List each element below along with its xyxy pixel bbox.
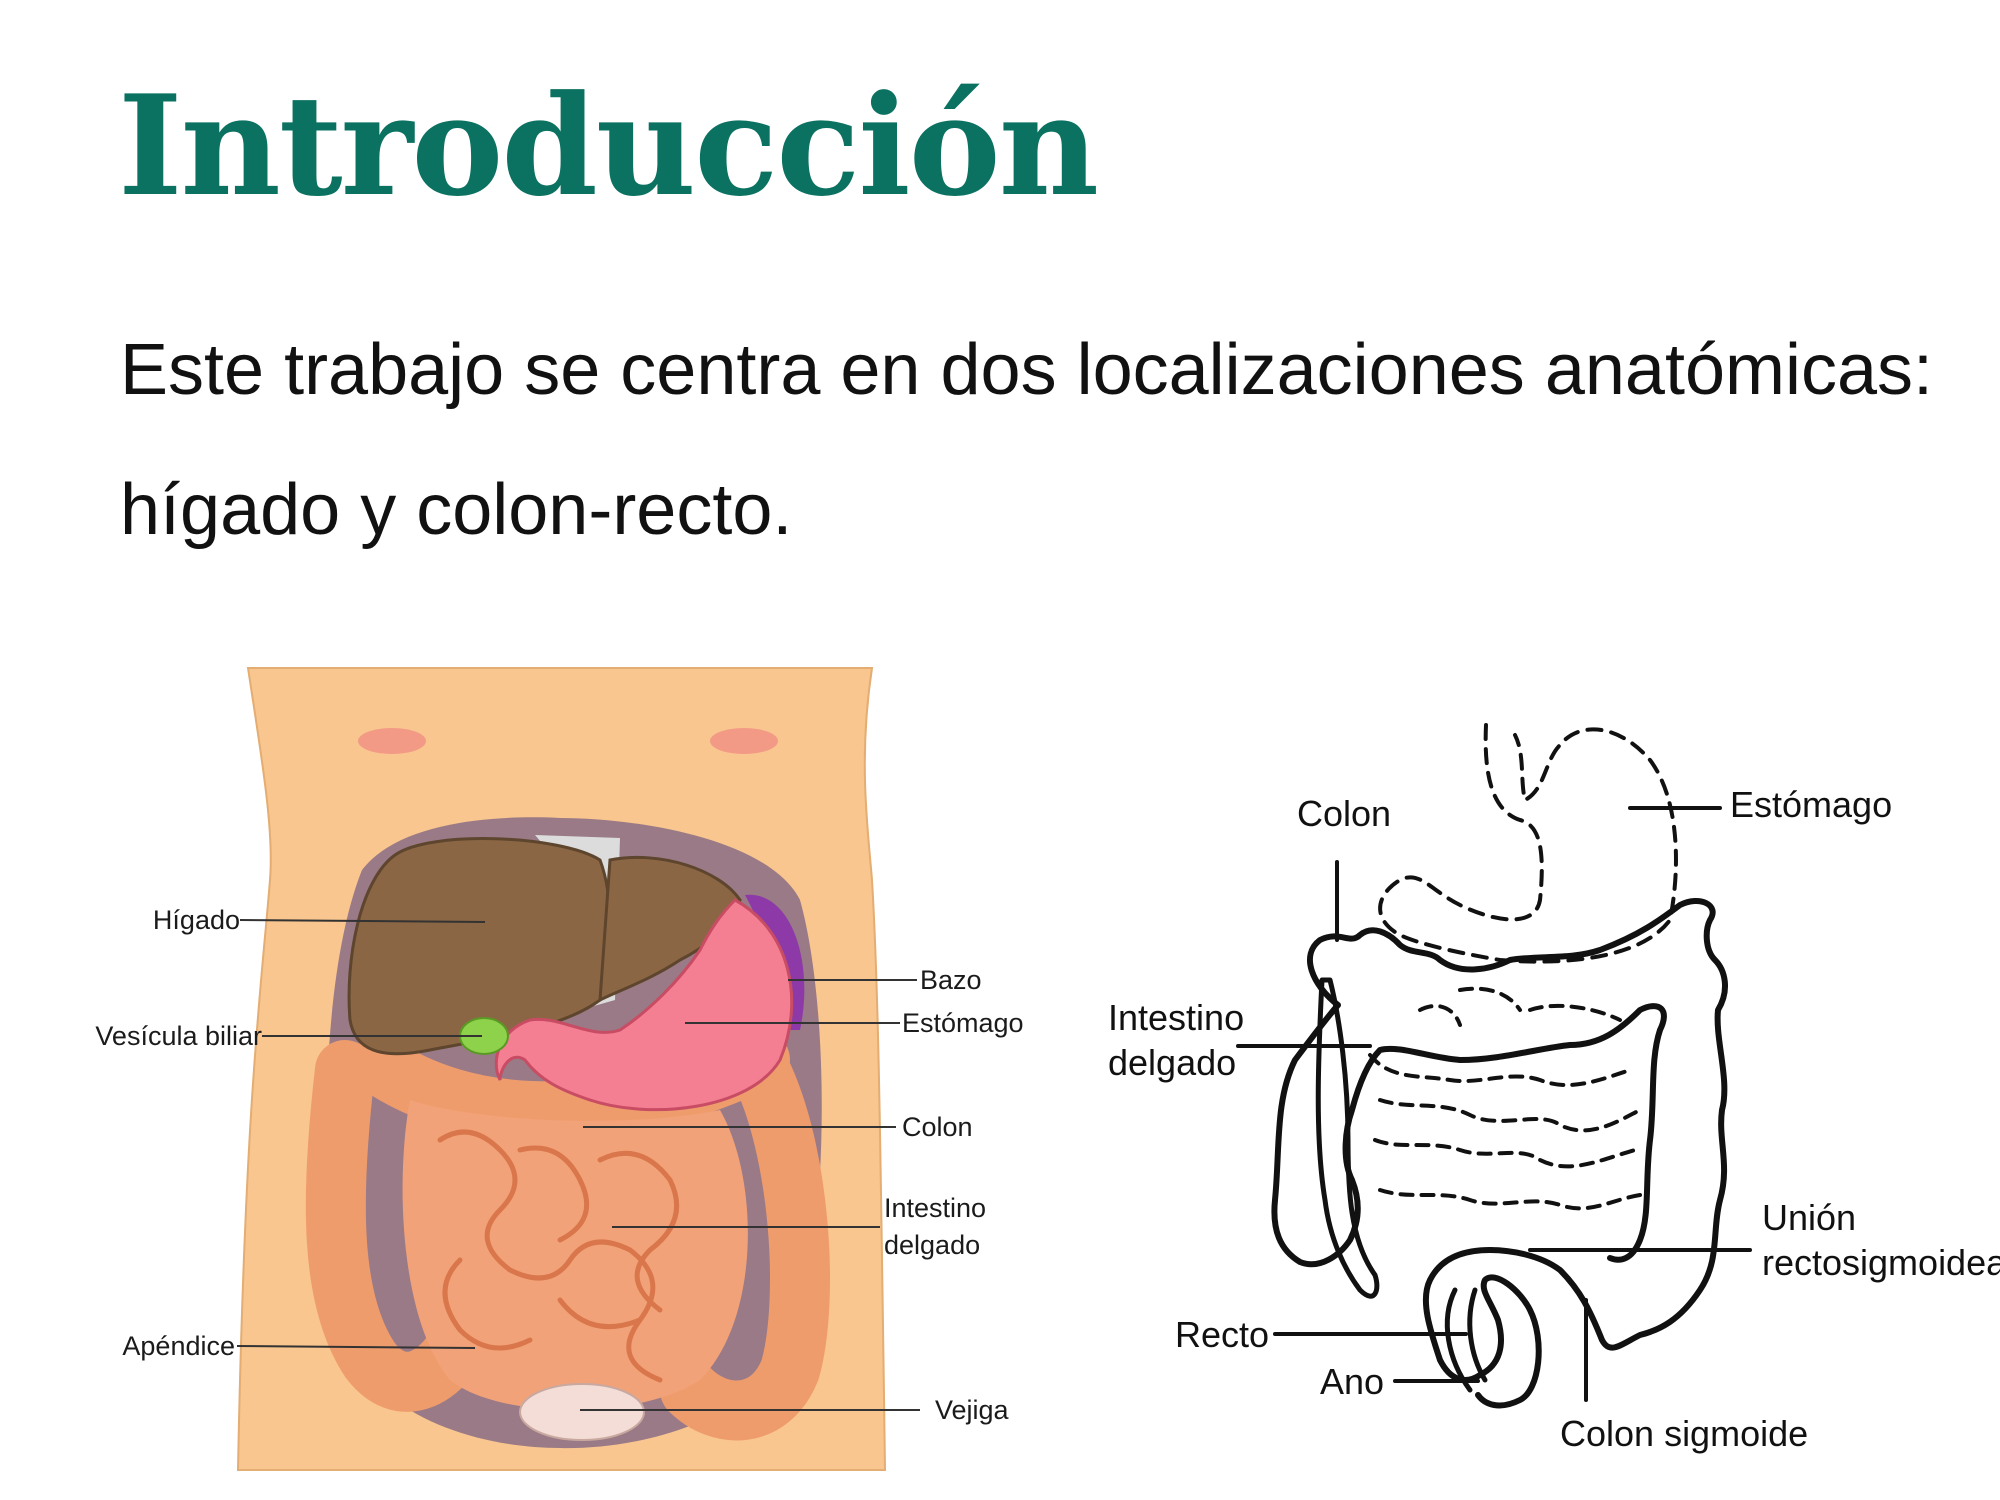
label-r-rectum: Recto bbox=[1175, 1314, 1269, 1355]
label-r-stomach: Estómago bbox=[1730, 784, 1892, 825]
label-stomach: Estómago bbox=[902, 1008, 1024, 1038]
label-small-intestine-line2: delgado bbox=[884, 1230, 980, 1260]
label-liver: Hígado bbox=[153, 905, 240, 935]
slide-body-text: Este trabajo se centra en dos localizaci… bbox=[120, 300, 1980, 580]
body-line-2: hígado y colon-recto. bbox=[120, 470, 793, 550]
body-line-1: Este trabajo se centra en dos localizaci… bbox=[120, 330, 1934, 410]
leader-liver bbox=[239, 919, 486, 923]
label-r-small-intestine-line2: delgado bbox=[1108, 1042, 1236, 1083]
leader-appendix bbox=[236, 1345, 476, 1349]
stomach bbox=[494, 898, 794, 1112]
label-appendix: Apéndice bbox=[122, 1331, 235, 1361]
small-intestine-outline bbox=[1368, 986, 1642, 1211]
label-r-sigmoid: Colon sigmoide bbox=[1560, 1413, 1808, 1454]
stomach-outline bbox=[1378, 723, 1678, 964]
label-r-rectosigmoid-line2: rectosigmoidea bbox=[1762, 1242, 2000, 1283]
label-r-anus: Ano bbox=[1320, 1361, 1384, 1402]
label-small-intestine-line1: Intestino bbox=[884, 1193, 986, 1223]
label-bladder: Vejiga bbox=[935, 1395, 1010, 1425]
ascending-colon-inner bbox=[1315, 977, 1380, 1299]
left-nipple bbox=[358, 728, 426, 754]
abdominal-organs-illustration: Hígado Vesícula biliar Apéndice Bazo Est… bbox=[95, 667, 1024, 1471]
label-r-small-intestine-line1: Intestino bbox=[1108, 997, 1244, 1038]
label-colon: Colon bbox=[902, 1112, 973, 1142]
bladder bbox=[519, 1383, 645, 1441]
right-nipple bbox=[710, 728, 778, 754]
slide-title: Introducción bbox=[118, 64, 1099, 227]
label-r-colon: Colon bbox=[1297, 793, 1391, 834]
label-spleen: Bazo bbox=[920, 965, 982, 995]
intestine-folds bbox=[437, 1129, 680, 1383]
label-gallbladder: Vesícula biliar bbox=[95, 1021, 262, 1051]
label-r-rectosigmoid-line1: Unión bbox=[1762, 1197, 1856, 1238]
large-intestine bbox=[1271, 898, 1728, 1409]
